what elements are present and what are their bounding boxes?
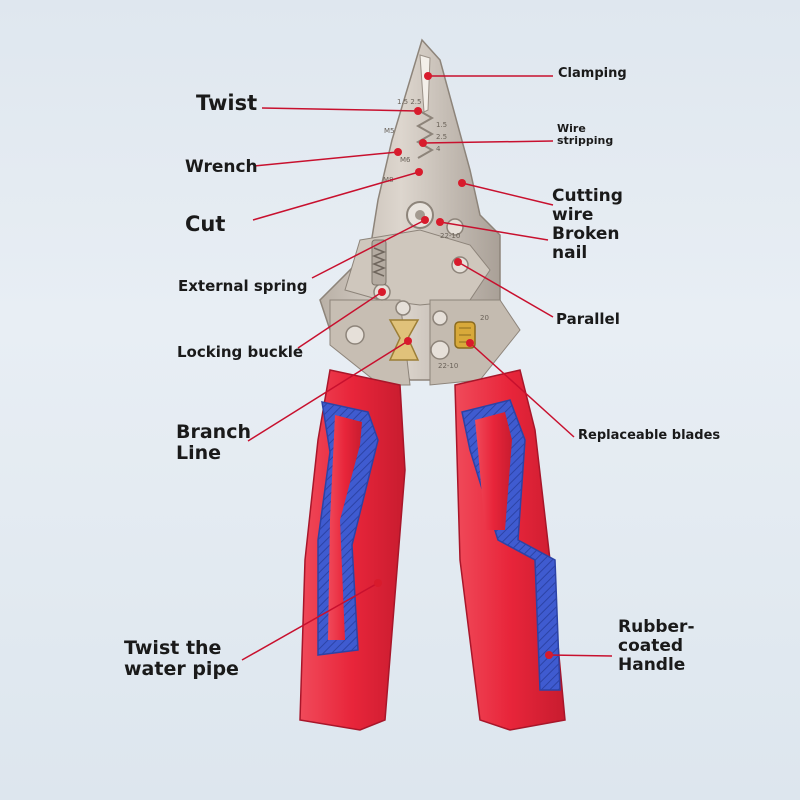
label-replaceable-blades: Replaceable blades [578,428,721,443]
tool-markings: 1.5 2.5 1.5 2.5 4 M5 M6 M8 22-10 20 22-1… [383,98,489,370]
lock-size-mark: 20 [480,314,489,322]
callout-dots [374,72,553,659]
locking-buckle [388,319,420,361]
label-external-spring: External spring [178,277,308,295]
strip-gauge-2: 2.5 [436,133,447,141]
stripping-notches [415,109,435,159]
label-wrench: Wrench [185,157,258,177]
label-branch-line: Branch Line [176,421,251,465]
rivet [430,340,450,360]
jaw-tip-slot [419,54,431,113]
label-cut: Cut [185,212,226,236]
rivet [345,325,365,345]
label-twist: Twist [196,91,258,115]
rivet [432,310,448,326]
jaw-gauge-text: 1.5 2.5 [397,98,422,106]
rivet [395,300,411,316]
right-handle [454,369,566,731]
crimp-size-mark: 22-10 [440,232,460,240]
strip-gauge-3: 4 [436,145,441,153]
m8-mark: M8 [383,176,394,184]
left-handle [299,369,406,731]
label-clamping: Clamping [558,66,627,81]
bolt-left-mark: M5 [384,127,395,135]
label-cutting-wire-broken-nail: Cutting wire Broken nail [552,186,623,264]
bolt-mid-mark: M6 [400,156,411,164]
label-rubber-coated-handle: Rubber- coated Handle [618,617,695,676]
label-twist-water-pipe: Twist the water pipe [124,637,239,681]
label-wire-stripping: Wire stripping [557,122,614,148]
blade-size-mark: 22-10 [438,362,458,370]
pliers-head [319,38,521,386]
label-locking-buckle: Locking buckle [177,343,304,361]
strip-gauge-1: 1.5 [436,121,447,129]
label-parallel: Parallel [556,310,620,328]
rivet [446,218,464,236]
callout-lines [241,75,613,661]
